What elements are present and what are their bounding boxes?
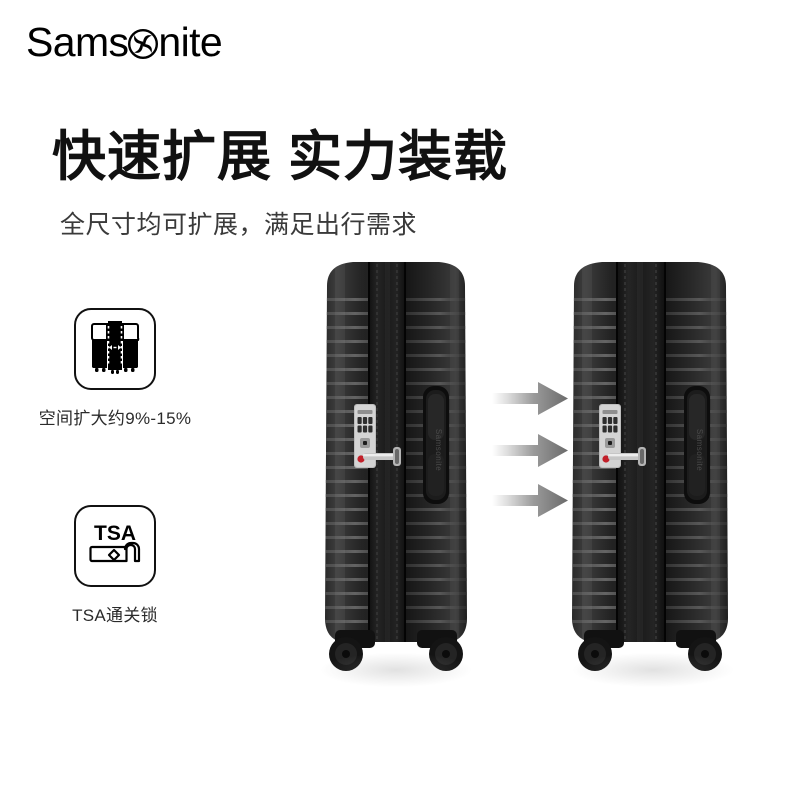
tsa-lock-hardware xyxy=(354,404,401,468)
tsa-lock-icon: TSA xyxy=(86,518,144,575)
pinwheel-o-icon xyxy=(128,25,159,59)
arrow-right-icon xyxy=(492,434,568,467)
tsa-lock-hardware xyxy=(599,404,646,468)
expandable-suitcase-icon xyxy=(87,318,143,381)
page-title: 快速扩展 实力装载 xyxy=(52,127,509,187)
arrow-right-icon xyxy=(492,382,568,415)
feature-tsa-icon-box: TSA xyxy=(74,505,156,587)
feature-expansion-icon-box xyxy=(74,308,156,390)
product-suitcase-expanded: Samsonite xyxy=(558,258,748,687)
feature-expansion-label: 空间扩大约9%-15% xyxy=(38,409,192,428)
brand-wordmark: Sams nite xyxy=(26,19,223,65)
spinner-wheels xyxy=(329,630,463,671)
product-suitcase-collapsed: Samsonite xyxy=(305,258,487,687)
svg-text:Samsonite: Samsonite xyxy=(695,429,704,471)
feature-expansion: 空间扩大约9%-15% xyxy=(25,308,205,429)
brand-name-part1: Sams xyxy=(26,19,129,65)
brand-name-part2: nite xyxy=(158,19,223,65)
feature-tsa-lock: TSA TSA通关锁 xyxy=(25,505,205,626)
spinner-wheels xyxy=(578,630,722,671)
arrow-right-icon xyxy=(492,484,568,517)
svg-text:Samsonite: Samsonite xyxy=(434,429,443,471)
brand-logo: Sams nite xyxy=(26,19,223,65)
page-subtitle: 全尺寸均可扩展，满足出行需求 xyxy=(60,211,418,239)
feature-tsa-label: TSA通关锁 xyxy=(72,606,158,625)
expansion-arrows-group xyxy=(492,380,574,520)
tsa-icon-text: TSA xyxy=(94,522,136,545)
